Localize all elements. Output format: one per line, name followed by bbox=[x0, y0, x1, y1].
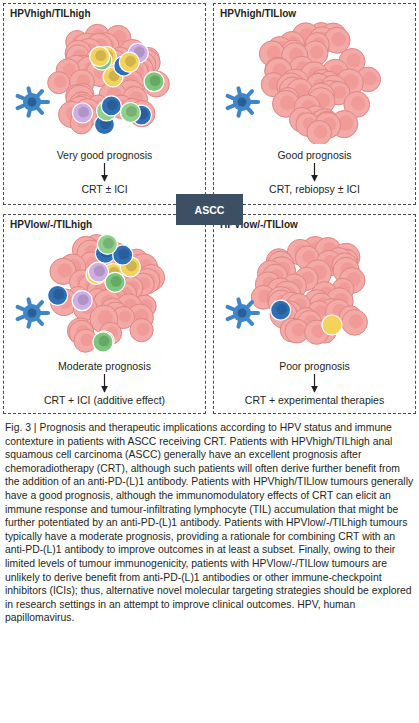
panel-heading: HPVlow/-/TILhigh bbox=[10, 219, 92, 230]
tumour-illustration bbox=[214, 4, 414, 144]
tumour-illustration bbox=[4, 4, 204, 144]
therapy-text: CRT, rebiopsy ± ICI bbox=[269, 183, 360, 195]
prognosis-text: Very good prognosis bbox=[57, 149, 153, 161]
panel-heading: HPVhigh/TILhigh bbox=[10, 8, 91, 19]
prognosis-text: Poor prognosis bbox=[279, 360, 350, 372]
tumour-illustration bbox=[4, 215, 204, 355]
therapy-text: CRT ± ICI bbox=[81, 183, 127, 195]
quadrant-panel: HPVlow/-/TILhighModerate prognosisCRT + … bbox=[3, 214, 206, 414]
therapy-text: CRT + ICI (additive effect) bbox=[44, 394, 165, 406]
prognosis-label: Poor prognosis bbox=[277, 359, 352, 373]
prognosis-text: Moderate prognosis bbox=[58, 360, 151, 372]
prognosis-text: Good prognosis bbox=[277, 149, 351, 161]
therapy-label: CRT + experimental therapies bbox=[243, 393, 386, 407]
therapy-label: CRT ± ICI bbox=[79, 182, 129, 196]
therapy-text: CRT + experimental therapies bbox=[245, 394, 384, 406]
quadrant-panel: HPVlow/-/TILlowPoor prognosisCRT + exper… bbox=[213, 214, 416, 414]
therapy-label: CRT + ICI (additive effect) bbox=[42, 393, 167, 407]
prognosis-label: Very good prognosis bbox=[55, 148, 155, 162]
panel-heading: HPVhigh/TILlow bbox=[220, 8, 296, 19]
figure-caption: Fig. 3 | Prognosis and therapeutic impli… bbox=[5, 421, 414, 625]
therapy-label: CRT, rebiopsy ± ICI bbox=[267, 182, 362, 196]
prognosis-label: Moderate prognosis bbox=[56, 359, 153, 373]
centre-label-box: ASCC bbox=[176, 194, 243, 225]
prognosis-label: Good prognosis bbox=[275, 148, 353, 162]
tumour-illustration bbox=[214, 215, 414, 355]
quadrant-panel: HPVhigh/TILhighVery good prognosisCRT ± … bbox=[3, 3, 206, 205]
centre-label: ASCC bbox=[195, 204, 225, 216]
quadrant-panel: HPVhigh/TILlowGood prognosisCRT, rebiops… bbox=[213, 3, 416, 205]
